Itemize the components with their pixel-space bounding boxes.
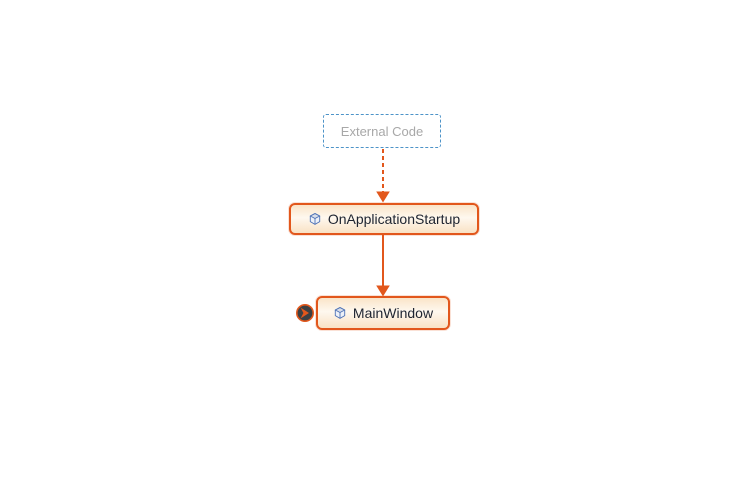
cube-icon xyxy=(308,212,322,226)
node-external-code[interactable]: External Code xyxy=(323,114,441,148)
arrowhead-down-icon xyxy=(376,285,390,297)
node-main-window[interactable]: MainWindow xyxy=(316,296,450,330)
node-label: MainWindow xyxy=(352,305,434,321)
edge-startup-to-mainwindow[interactable] xyxy=(376,235,390,297)
cube-icon xyxy=(333,306,347,320)
arrowhead-down-icon xyxy=(376,191,390,203)
node-label: OnApplicationStartup xyxy=(327,211,461,227)
node-on-application-startup[interactable]: OnApplicationStartup xyxy=(289,203,479,235)
edge-external-to-startup[interactable] xyxy=(376,149,390,203)
node-label: External Code xyxy=(340,123,424,139)
current-node-indicator-icon xyxy=(295,303,315,323)
